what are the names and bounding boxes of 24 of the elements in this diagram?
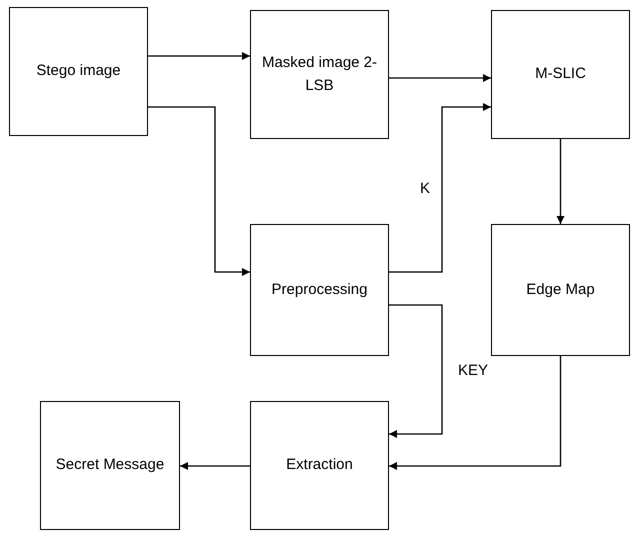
arrow	[148, 106, 250, 276]
node-label: Edge Map	[525, 280, 596, 300]
arrow	[389, 304, 443, 438]
node-label: Secret Message	[54, 455, 166, 476]
node-label: Extraction	[285, 455, 354, 476]
process-box	[250, 224, 389, 356]
node-label: Masked image 2-LSB	[260, 53, 378, 96]
process-box	[250, 401, 389, 530]
edge-label: K	[420, 180, 430, 197]
edge-label: KEY	[458, 362, 488, 379]
arrow	[148, 52, 250, 60]
arrow	[180, 462, 250, 470]
node-label: M-SLIC	[534, 64, 587, 84]
process-box	[250, 10, 389, 139]
arrow	[389, 103, 491, 273]
process-box	[9, 7, 148, 136]
arrow	[389, 356, 562, 470]
node-label: Stego image	[35, 61, 122, 82]
process-box	[491, 10, 630, 139]
arrow	[389, 74, 491, 82]
node-label: Preprocessing	[270, 280, 368, 300]
arrow	[556, 139, 564, 224]
process-box	[40, 401, 180, 530]
process-box	[491, 224, 630, 356]
